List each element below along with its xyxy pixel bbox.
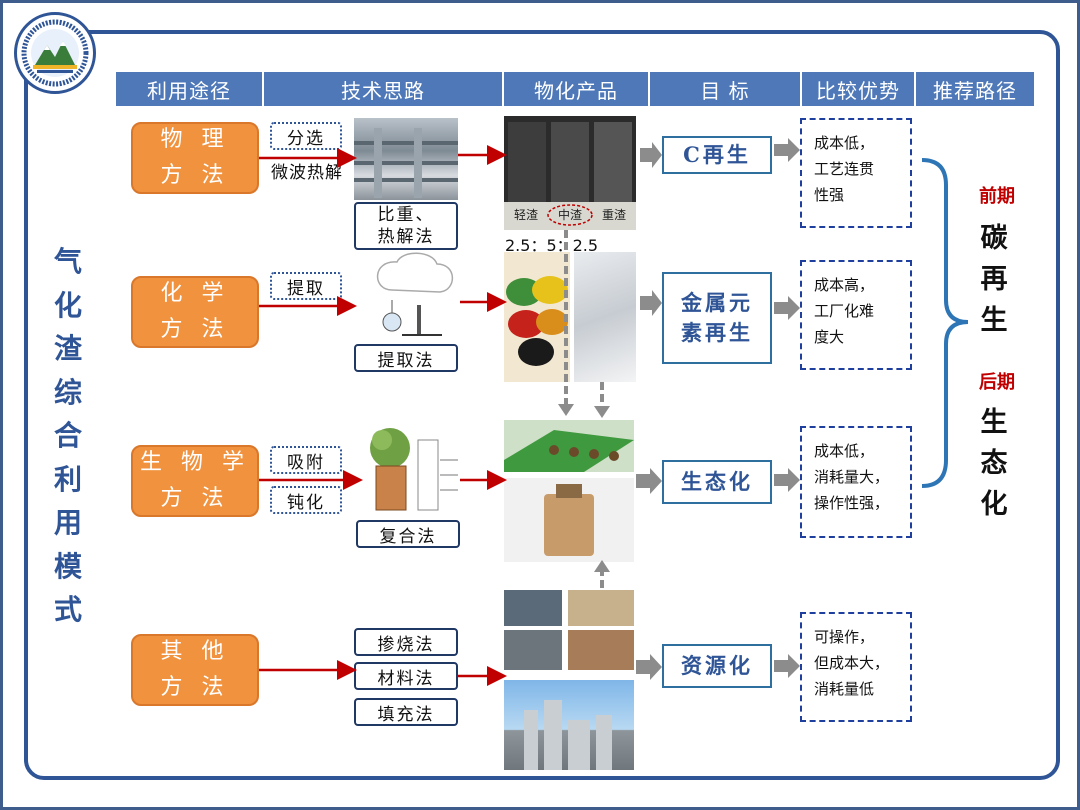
advantage-physical: 成本低， 工艺连贯 性强 — [800, 118, 912, 228]
route-late-label: 后期 — [979, 372, 1015, 393]
header-advantage: 比较优势 — [802, 72, 914, 106]
arrow-goal-adv-1 — [774, 138, 800, 162]
porous-material-photo-1 — [504, 590, 562, 626]
tag-adsorb: 吸附 — [270, 446, 342, 474]
arrow-goal-adv-2 — [774, 296, 800, 320]
porous-material-photo-4 — [568, 630, 634, 670]
header-goal: 目 标 — [650, 72, 800, 106]
header-tech: 技术思路 — [264, 72, 502, 106]
method-physical: 物 理方 法 — [131, 122, 259, 194]
route-early-text: 碳再生 — [980, 223, 1008, 336]
extraction-apparatus-drawing — [362, 250, 458, 338]
arrow-goal-adv-4 — [774, 654, 800, 678]
tag-gravity: 比重、 热解法 — [354, 202, 458, 250]
institution-logo — [14, 12, 96, 94]
planting-field-render — [504, 420, 634, 472]
advantage-biological: 成本低， 消耗量大， 操作性强， — [800, 426, 912, 538]
side-title: 气 化 渣 综 合 利 用 模 式 — [53, 245, 82, 626]
arrow-goal-adv-3 — [774, 468, 800, 492]
tag-composite: 复合法 — [356, 520, 460, 548]
header-product: 物化产品 — [504, 72, 648, 106]
tag-material: 材料法 — [354, 662, 458, 690]
tag-passivate: 钝化 — [270, 486, 342, 514]
advantage-other: 可操作， 但成本大， 消耗量低 — [800, 612, 912, 722]
arrow-product-goal-2 — [640, 290, 662, 316]
tag-sorting: 分选 — [270, 122, 342, 150]
white-crystals-photo — [574, 252, 636, 382]
label-light-slag: 轻渣 — [513, 208, 538, 222]
label-medium-slag: 中渣 — [557, 208, 582, 222]
tag-extract: 提取 — [270, 272, 342, 300]
route-late-text: 生态化 — [980, 407, 1008, 520]
soil-bag-photo — [504, 478, 634, 562]
goal-metal-regeneration: 金属元 素再生 — [662, 272, 772, 364]
arrow-product-goal-1 — [640, 142, 662, 168]
goal-carbon-regeneration: C再生 — [662, 136, 772, 174]
porous-material-photo-2 — [568, 590, 634, 626]
header-recommend: 推荐路径 — [916, 72, 1034, 106]
pigment-powders-photo — [504, 252, 570, 382]
cement-plant-photo — [504, 680, 634, 770]
method-chemical: 化 学方 法 — [131, 276, 259, 348]
tag-fill: 填充法 — [354, 698, 458, 726]
porous-material-photo-3 — [504, 630, 562, 670]
arrow-product-goal-3 — [636, 468, 662, 494]
route-early-label: 前期 — [979, 186, 1015, 207]
slag-samples-photo: 轻渣 中渣 重渣 — [504, 116, 636, 230]
composite-reactor-drawing — [360, 420, 460, 516]
route-bracket — [921, 158, 969, 488]
goal-resource: 资源化 — [662, 644, 772, 688]
method-other: 其 他方 法 — [131, 634, 259, 706]
method-biological: 生 物 学方 法 — [131, 445, 259, 517]
tag-blend: 掺烧法 — [354, 628, 458, 656]
goal-ecological: 生态化 — [662, 460, 772, 504]
tag-extract-method: 提取法 — [354, 344, 458, 372]
arrow-product-goal-4 — [636, 654, 662, 680]
ratio-label: 2.5：5：2.5 — [505, 236, 599, 255]
header-route: 利用途径 — [116, 72, 262, 106]
pyrolysis-equipment-photo — [354, 118, 458, 200]
advantage-chemical: 成本高， 工厂化难 度大 — [800, 260, 912, 370]
label-heavy-slag: 重渣 — [601, 208, 626, 222]
